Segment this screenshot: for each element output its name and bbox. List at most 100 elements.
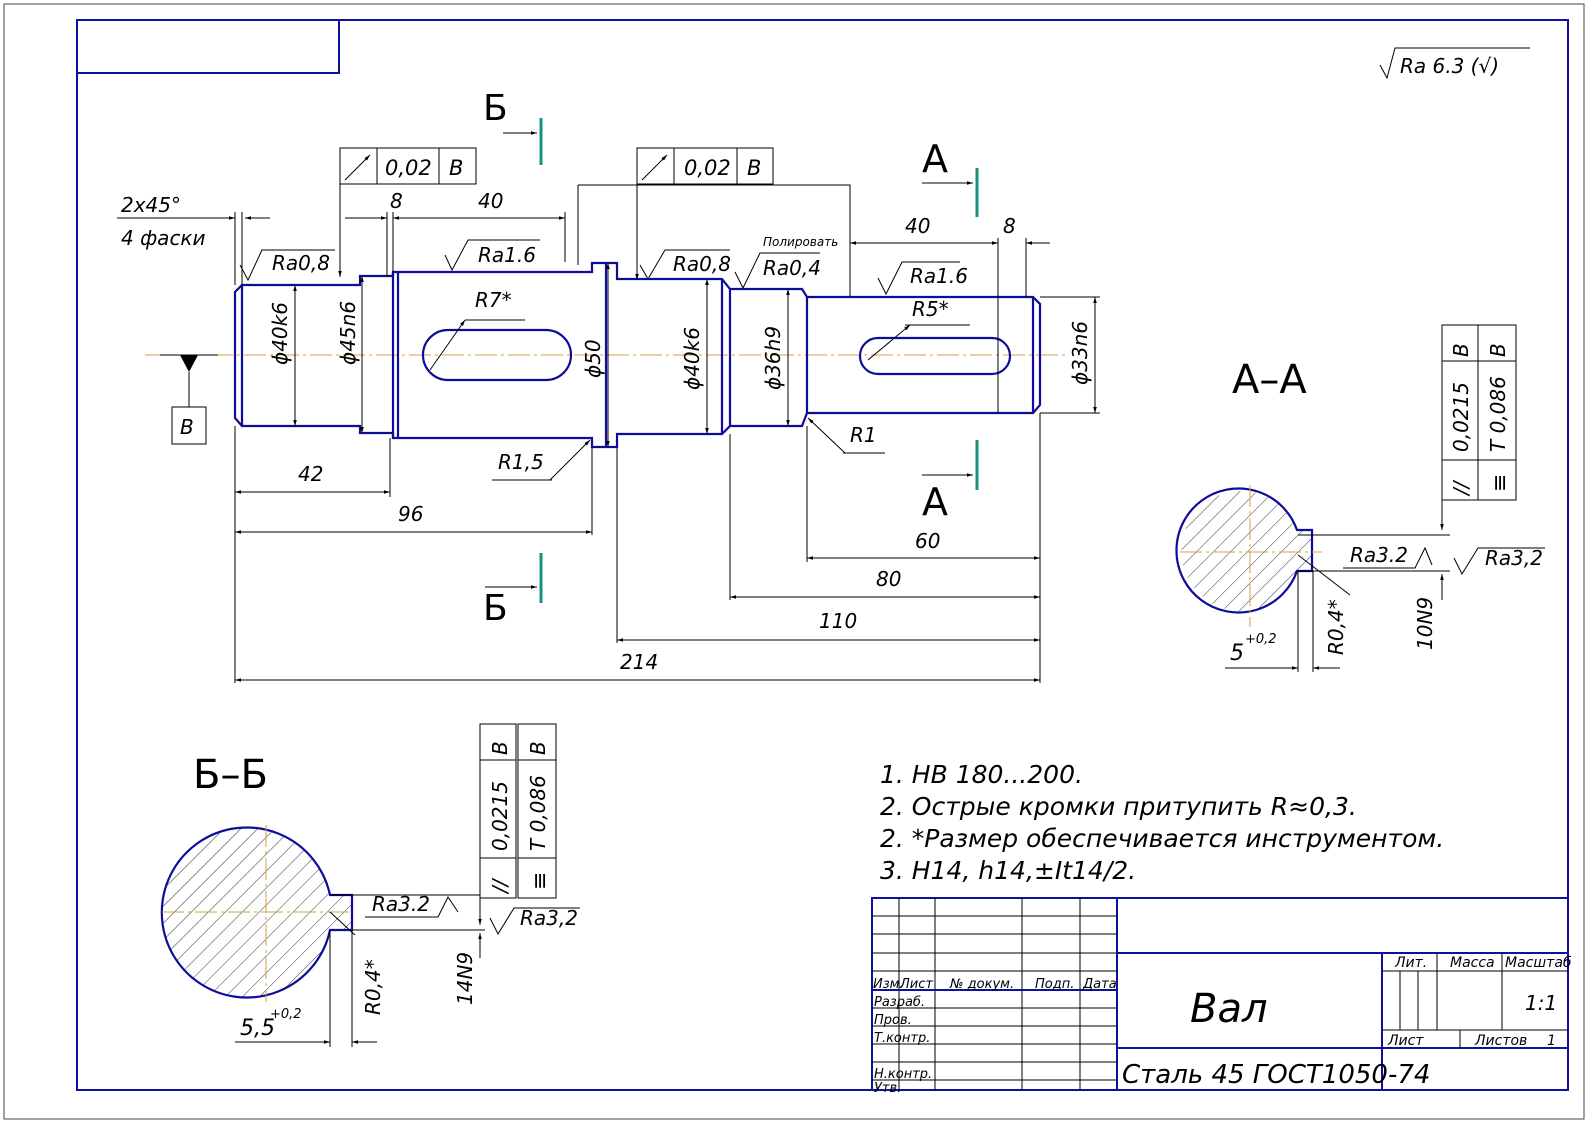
section-a-circle: [1175, 487, 1314, 614]
section-a-a: А–А В 0,0215 // В Т 0,086 ≡ 10N9 Ra3.2: [1175, 324, 1545, 672]
svg-text:R1,5: R1,5: [498, 450, 544, 474]
svg-text:80: 80: [876, 567, 901, 591]
svg-text:Б: Б: [483, 88, 508, 129]
svg-text:А: А: [922, 480, 948, 524]
svg-text:Масса: Масса: [1450, 955, 1495, 971]
svg-text:Пров.: Пров.: [874, 1013, 912, 1028]
svg-text:1:1: 1:1: [1525, 991, 1557, 1015]
section-b-roughness: Ra3.2 Ra3,2: [365, 892, 580, 936]
svg-text:14N9: 14N9: [453, 952, 477, 1005]
corner-stamp: [76, 19, 340, 74]
svg-text:Ra1.6: Ra1.6: [910, 264, 968, 288]
radius-r15: R1,5: [492, 439, 591, 481]
radius-r5: R5*: [867, 297, 970, 361]
svg-text:R0,4*: R0,4*: [361, 959, 385, 1015]
radius-r1: R1: [807, 417, 885, 454]
svg-text:В: В: [747, 156, 761, 180]
general-roughness-text: Ra 6.3 (√): [1400, 54, 1499, 78]
svg-text:0,0215: 0,0215: [1449, 382, 1473, 452]
roughness-ra16-right: Ra1.6: [877, 261, 968, 296]
keyway-small: [858, 336, 1012, 376]
chamfer-note: 2x45° 4 фаски: [117, 193, 270, 285]
cutting-plane-b-bottom: Б: [483, 553, 543, 629]
svg-text:≡: ≡: [528, 872, 553, 890]
general-roughness: Ra 6.3 (√): [1379, 47, 1530, 80]
dim-bottom-chain: 42 96 60 80 110 214: [234, 413, 1041, 683]
roughness-ra16-left: Ra1.6: [444, 239, 540, 272]
svg-text:Ra3,2: Ra3,2: [520, 906, 578, 930]
svg-text:В: В: [449, 156, 463, 180]
technical-notes: 1. HB 180...200. 2. Острые кромки притуп…: [880, 760, 1444, 885]
svg-text:Лист: Лист: [1387, 1033, 1424, 1049]
section-b-tolerance-frame: В 0,0215 // В Т 0,086 ≡: [478, 723, 557, 925]
section-b-b-title: Б–Б: [193, 752, 268, 798]
svg-text:Ra0,8: Ra0,8: [272, 251, 330, 275]
dim-d40k6-right: ϕ40k6: [680, 327, 704, 390]
svg-text:№ докум.: № докум.: [949, 977, 1014, 992]
svg-text:0,02: 0,02: [385, 156, 432, 180]
runout-frame-right: 0,02 В: [635, 147, 774, 280]
svg-text:2x45°: 2x45°: [121, 193, 181, 217]
section-a-roughness: Ra3.2 Ra3,2: [1343, 543, 1545, 576]
svg-text:Ra3.2: Ra3.2: [1350, 543, 1408, 567]
sheet-border: [3, 3, 1585, 1120]
svg-text:42: 42: [298, 462, 323, 486]
svg-text:0,02: 0,02: [684, 156, 731, 180]
svg-text:+0,2: +0,2: [1245, 632, 1277, 647]
section-b-circle: [160, 826, 354, 999]
svg-text:4 фаски: 4 фаски: [121, 226, 206, 250]
svg-text:Н.контр.: Н.контр.: [874, 1067, 932, 1082]
dim-8-left: 8 40: [345, 189, 566, 276]
section-b-b: Б–Б В 0,0215 // В Т 0,086 ≡ 14N9 Ra3.2: [160, 723, 580, 1047]
roughness-ra08-right: Ra0,8: [639, 249, 731, 280]
svg-text:R5*: R5*: [912, 297, 949, 321]
svg-text:В: В: [180, 415, 194, 439]
svg-text:8: 8: [1003, 214, 1016, 238]
dim-d40k6-left: ϕ40k6: [268, 302, 292, 365]
note-3: 2. *Размер обеспечивается инструментом.: [880, 824, 1444, 853]
note-2: 2. Острые кромки притупить R≈0,3.: [880, 792, 1357, 821]
svg-text:0,0215: 0,0215: [488, 781, 512, 851]
svg-text:В: В: [1449, 343, 1473, 357]
svg-text://: //: [1449, 479, 1473, 497]
dim-d33n6: ϕ33n6: [1068, 321, 1092, 385]
svg-text:Ra0,8: Ra0,8: [673, 252, 731, 276]
radius-r7: R7*: [429, 288, 525, 371]
note-4: 3. H14, h14,±It14/2.: [880, 856, 1136, 885]
svg-text:Дата: Дата: [1082, 977, 1117, 992]
svg-text:Ra0,4: Ra0,4: [763, 256, 821, 280]
cutting-plane-b-top: Б: [483, 88, 543, 165]
material: Сталь 45 ГОСТ1050-74: [1122, 1060, 1430, 1090]
svg-text:Лист: Лист: [899, 977, 933, 992]
section-a-tolerance-frame: В 0,0215 // В Т 0,086 ≡: [1440, 324, 1517, 530]
svg-text:40: 40: [478, 189, 503, 213]
svg-text:R1: R1: [850, 423, 877, 447]
note-1: 1. HB 180...200.: [880, 760, 1083, 789]
dim-d36h9: ϕ36h9: [761, 326, 785, 390]
svg-text:R7*: R7*: [475, 288, 512, 312]
svg-text:60: 60: [915, 529, 940, 553]
svg-text:Утв.: Утв.: [874, 1081, 901, 1096]
svg-text:96: 96: [398, 502, 423, 526]
shaft-main-view: ϕ40k6 ϕ45n6 ϕ50 ϕ40k6 ϕ36h9 ϕ33n6 В 2x45…: [117, 88, 1100, 683]
svg-text:Подп.: Подп.: [1035, 977, 1074, 992]
cutting-plane-a-bottom: А: [922, 440, 979, 524]
part-name: Вал: [1190, 986, 1268, 1032]
svg-text:214: 214: [620, 650, 658, 674]
title-block: Изм. Лист № докум. Подп. Дата Разраб. Пр…: [871, 897, 1572, 1096]
svg-text:Т 0,086: Т 0,086: [1486, 376, 1510, 452]
datum-b-symbol: В: [160, 354, 218, 445]
section-a-a-title: А–А: [1232, 357, 1307, 403]
runout-frame-left: 0,02 В: [338, 147, 477, 277]
svg-text:А: А: [922, 137, 948, 181]
svg-text:Т.контр.: Т.контр.: [874, 1031, 930, 1046]
svg-text:Ra1.6: Ra1.6: [478, 243, 536, 267]
svg-text:1: 1: [1547, 1033, 1556, 1049]
dim-d50: ϕ50: [581, 339, 605, 378]
keyway-large: [421, 328, 573, 382]
svg-text:В: В: [1486, 343, 1510, 357]
svg-text:+0,2: +0,2: [270, 1007, 302, 1022]
dim-40-8-right: 40 8: [850, 214, 1050, 413]
svg-text:110: 110: [819, 609, 857, 633]
